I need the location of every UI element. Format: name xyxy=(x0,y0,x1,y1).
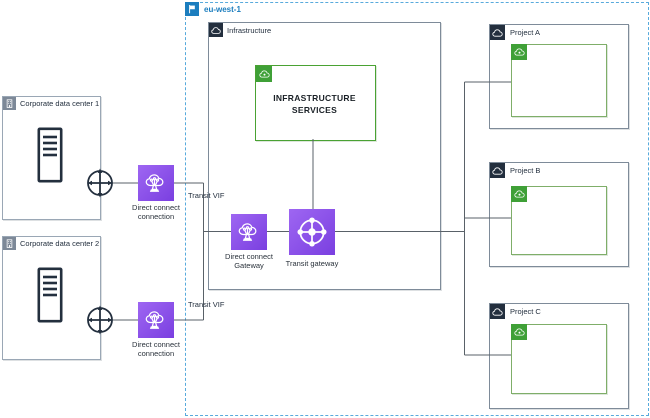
region-flag-icon xyxy=(185,2,199,16)
direct-connect-connection-icon xyxy=(138,302,174,338)
crossing-arrows-icon xyxy=(84,304,116,336)
project-a-label: Project A xyxy=(510,28,541,37)
transit-vif-1-label: Transit VIF xyxy=(188,191,225,200)
vpc-icon xyxy=(511,324,527,340)
transit-gateway-label: Transit gateway xyxy=(285,259,339,268)
vpc-icon xyxy=(511,186,527,202)
project-b-box xyxy=(489,162,629,267)
corporate-datacenter-icon xyxy=(3,97,16,110)
vpc-icon xyxy=(256,66,272,82)
region-label: eu-west-1 xyxy=(204,5,241,14)
infrastructure-services-label: INFRASTRUCTURE SERVICES xyxy=(273,93,356,116)
crossing-arrows-icon xyxy=(84,167,116,199)
region-boundary xyxy=(185,2,649,416)
project-a-box xyxy=(489,24,629,129)
project-b-vpc-box xyxy=(511,186,607,255)
direct-connect-gateway-icon xyxy=(231,214,267,250)
corporate-datacenter-icon xyxy=(3,237,16,250)
project-c-label: Project C xyxy=(510,307,541,316)
datacenter-1-label: Corporate data center 1 xyxy=(20,99,100,108)
direct-connect-connection-1-label: Direct connect connection xyxy=(132,203,180,222)
server-icon xyxy=(37,267,63,323)
server-icon xyxy=(37,127,63,183)
aws-cloud-icon xyxy=(490,25,505,40)
transit-gateway-icon xyxy=(289,209,335,255)
direct-connect-connection-icon xyxy=(138,165,174,201)
vpc-icon xyxy=(511,44,527,60)
project-c-box xyxy=(489,303,629,409)
direct-connect-gateway-label: Direct connect Gateway xyxy=(225,252,273,271)
infrastructure-label: Infrastructure xyxy=(227,26,272,35)
infrastructure-services-box xyxy=(255,65,376,141)
transit-vif-2-label: Transit VIF xyxy=(188,300,225,309)
aws-cloud-icon xyxy=(490,163,505,178)
aws-cloud-icon xyxy=(209,23,223,37)
project-a-vpc-box xyxy=(511,44,607,117)
datacenter-1-box xyxy=(2,96,101,220)
project-c-vpc-box xyxy=(511,324,607,394)
infrastructure-box xyxy=(208,22,441,290)
direct-connect-connection-2-label: Direct connect connection xyxy=(132,340,180,359)
datacenter-2-box xyxy=(2,236,101,360)
aws-cloud-icon xyxy=(490,304,505,319)
datacenter-2-label: Corporate data center 2 xyxy=(20,239,100,248)
project-b-label: Project B xyxy=(510,166,541,175)
